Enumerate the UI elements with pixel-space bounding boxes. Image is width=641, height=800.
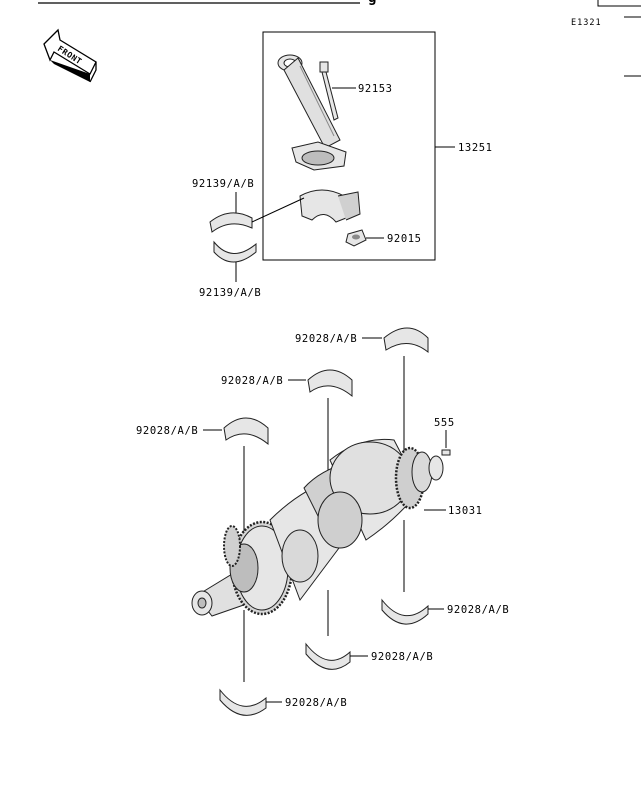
conrod-bolt: [319, 61, 339, 121]
label-555: 555: [434, 417, 455, 429]
label-92028-top-1: 92028/A/B: [295, 333, 357, 345]
main-bearing-bottom-3: [219, 688, 267, 716]
main-bearing-top-2: [307, 369, 353, 398]
conrod-nut: [345, 229, 367, 247]
conrod-cap: [299, 189, 361, 223]
main-bearing-top-1: [383, 327, 429, 354]
conrod-assembly-box: [262, 31, 436, 261]
figure-code: E1321: [571, 18, 602, 28]
conrod-bearing-lower: [213, 240, 257, 263]
conrod-bearing-upper: [209, 212, 253, 233]
label-92028-top-3: 92028/A/B: [136, 425, 198, 437]
frame-corner: [597, 0, 641, 7]
label-92028-bot-2: 92028/A/B: [371, 651, 433, 663]
main-bearing-top-3: [223, 417, 269, 446]
label-92028-top-2: 92028/A/B: [221, 375, 283, 387]
main-bearing-bottom-2: [305, 642, 351, 670]
label-13031: 13031: [448, 505, 483, 517]
label-92028-bot-3: 92028/A/B: [285, 697, 347, 709]
crankshaft: [191, 438, 444, 617]
crank-pin: [441, 449, 451, 456]
label-92015: 92015: [387, 233, 422, 245]
label-92139-upper: 92139/A/B: [192, 178, 254, 190]
leader-bearing-to-cap: [251, 197, 305, 223]
connecting-rod: [277, 54, 347, 171]
main-bearing-bottom-1: [381, 598, 429, 625]
label-92028-bot-1: 92028/A/B: [447, 604, 509, 616]
label-92153: 92153: [358, 83, 393, 95]
front-arrow-icon: FRONT: [43, 28, 97, 83]
header-title-fragment: g: [368, 0, 377, 6]
label-92139-lower: 92139/A/B: [199, 287, 261, 299]
label-13251: 13251: [458, 142, 493, 154]
